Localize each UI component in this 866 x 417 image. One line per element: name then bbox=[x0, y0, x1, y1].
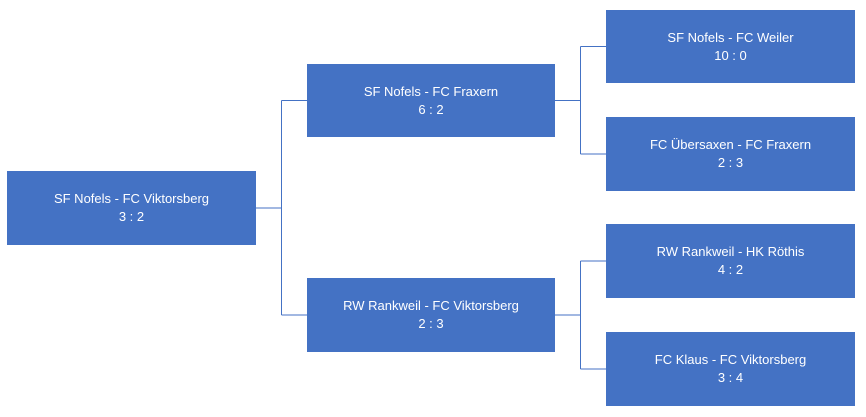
match-score: 3 : 4 bbox=[717, 370, 744, 385]
connector-semi1-qf bbox=[555, 46, 606, 155]
match-score: 3 : 2 bbox=[118, 209, 145, 224]
match-quarterfinal-2: FC Übersaxen - FC Fraxern 2 : 3 bbox=[606, 117, 855, 191]
match-semifinal-1: SF Nofels - FC Fraxern 6 : 2 bbox=[307, 64, 555, 137]
match-teams: SF Nofels - FC Viktorsberg bbox=[53, 191, 210, 206]
match-quarterfinal-1: SF Nofels - FC Weiler 10 : 0 bbox=[606, 10, 855, 83]
match-teams: FC Klaus - FC Viktorsberg bbox=[654, 352, 807, 367]
match-score: 2 : 3 bbox=[418, 316, 444, 331]
match-teams: RW Rankweil - HK Röthis bbox=[656, 244, 805, 259]
connector-final-semis bbox=[256, 100, 307, 316]
match-semifinal-2: RW Rankweil - FC Viktorsberg 2 : 3 bbox=[307, 278, 555, 352]
connector-semi2-qf bbox=[555, 260, 606, 370]
match-quarterfinal-4: FC Klaus - FC Viktorsberg 3 : 4 bbox=[606, 332, 855, 406]
match-score: 4 : 2 bbox=[717, 262, 744, 277]
match-score: 10 : 0 bbox=[714, 47, 747, 63]
match-teams: RW Rankweil - FC Viktorsberg bbox=[343, 298, 519, 313]
match-teams: SF Nofels - FC Weiler bbox=[667, 29, 794, 45]
match-final: SF Nofels - FC Viktorsberg 3 : 2 bbox=[7, 171, 256, 245]
match-teams: FC Übersaxen - FC Fraxern bbox=[649, 137, 812, 152]
match-score: 2 : 3 bbox=[717, 155, 744, 170]
match-quarterfinal-3: RW Rankweil - HK Röthis 4 : 2 bbox=[606, 224, 855, 298]
match-score: 6 : 2 bbox=[418, 101, 444, 117]
match-teams: SF Nofels - FC Fraxern bbox=[363, 83, 499, 99]
